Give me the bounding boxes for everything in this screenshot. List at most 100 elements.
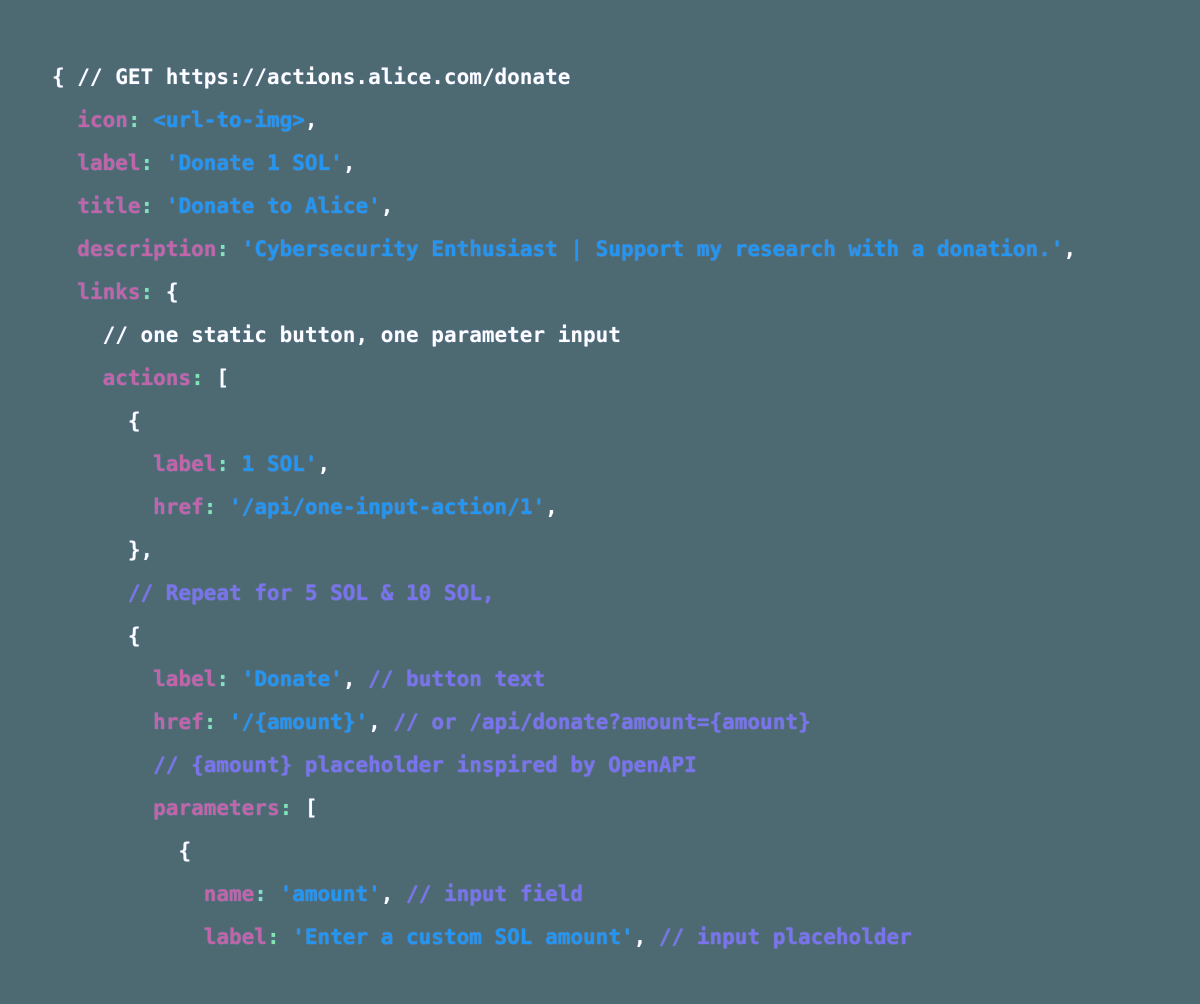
code-line: {	[52, 830, 1076, 873]
code-line: // one static button, one parameter inpu…	[52, 314, 1076, 357]
code-key: parameters	[153, 796, 280, 820]
indent	[52, 796, 153, 820]
code-colon: :	[127, 108, 141, 132]
code-colon: :	[216, 452, 230, 476]
indent	[52, 839, 178, 863]
code-key: links	[77, 280, 141, 304]
code-punctuation: ,	[545, 495, 558, 519]
indent	[52, 882, 204, 906]
indent	[52, 366, 103, 390]
indent	[52, 323, 103, 347]
code-punctuation: ,	[342, 151, 356, 175]
code-string: 'Donate 1 SOL'	[153, 151, 343, 175]
code-line: {	[52, 400, 1076, 443]
code-string: <url-to-img>	[140, 108, 305, 132]
code-string: 'amount'	[266, 882, 381, 906]
code-key: label	[203, 925, 267, 949]
code-punctuation: ,	[368, 710, 381, 734]
code-key: actions	[102, 366, 192, 390]
code-line: { // GET https://actions.alice.com/donat…	[52, 56, 1076, 99]
code-colon: :	[191, 366, 204, 390]
indent	[52, 409, 128, 433]
code-punctuation: {	[127, 624, 141, 648]
indent	[52, 925, 204, 949]
code-punctuation: ,	[380, 882, 394, 906]
code-string: '/api/one-input-action/1'	[216, 495, 546, 519]
code-line: parameters: [	[52, 787, 1076, 830]
code-line: label: 'Donate', // button text	[52, 658, 1076, 701]
code-key: href	[153, 710, 204, 734]
code-line: description: 'Cybersecurity Enthusiast |…	[52, 228, 1076, 271]
code-colon: :	[203, 710, 217, 734]
code-punctuation: [	[203, 366, 230, 390]
code-punctuation: {	[178, 839, 192, 863]
code-punctuation: { // GET https://actions.alice.com/donat…	[52, 65, 571, 89]
code-punctuation: [	[292, 796, 318, 820]
indent	[52, 108, 77, 132]
code-colon: :	[140, 194, 154, 218]
code-line: href: '/{amount}', // or /api/donate?amo…	[52, 701, 1076, 744]
code-colon: :	[266, 925, 280, 949]
code-colon: :	[140, 151, 154, 175]
indent	[52, 280, 77, 304]
code-comment: // Repeat for 5 SOL & 10 SOL,	[127, 581, 495, 605]
code-string: 'Cybersecurity Enthusiast | Support my r…	[229, 237, 1064, 261]
indent	[52, 237, 77, 261]
code-line: links: {	[52, 271, 1076, 314]
code-comment: // input placeholder	[646, 925, 912, 949]
code-line: title: 'Donate to Alice',	[52, 185, 1076, 228]
code-string: 1 SOL'	[229, 452, 318, 476]
code-colon: :	[203, 495, 217, 519]
code-punctuation: ,	[633, 925, 647, 949]
code-punctuation: {	[127, 409, 141, 433]
code-punctuation: ,	[317, 452, 331, 476]
indent	[52, 624, 128, 648]
code-comment: // {amount} placeholder inspired by Open…	[153, 753, 697, 777]
indent	[52, 753, 153, 777]
indent	[52, 538, 128, 562]
code-line: actions: [	[52, 357, 1076, 400]
code-key: title	[77, 194, 141, 218]
code-punctuation: },	[127, 538, 154, 562]
code-line: label: 'Enter a custom SOL amount', // i…	[52, 916, 1076, 959]
code-line: },	[52, 529, 1076, 572]
code-comment: // input field	[393, 882, 584, 906]
code-colon: :	[216, 667, 230, 691]
indent	[52, 667, 153, 691]
indent	[52, 151, 77, 175]
indent	[52, 495, 153, 519]
code-string: 'Donate to Alice'	[153, 194, 381, 218]
code-block: { // GET https://actions.alice.com/donat…	[52, 56, 1076, 959]
code-key: href	[153, 495, 204, 519]
code-key: icon	[77, 108, 128, 132]
code-key: name	[203, 882, 255, 906]
code-line: label: 1 SOL',	[52, 443, 1076, 486]
code-comment: // button text	[355, 667, 546, 691]
code-key: label	[77, 151, 141, 175]
code-comment: // or /api/donate?amount={amount}	[380, 710, 811, 734]
code-line: // Repeat for 5 SOL & 10 SOL,	[52, 572, 1076, 615]
code-punctuation: ,	[1063, 237, 1077, 261]
code-colon: :	[216, 237, 230, 261]
code-string: 'Enter a custom SOL amount'	[279, 925, 634, 949]
indent	[52, 194, 77, 218]
code-colon: :	[140, 280, 154, 304]
code-line: label: 'Donate 1 SOL',	[52, 142, 1076, 185]
code-punctuation: // one static button, one parameter inpu…	[102, 323, 621, 347]
code-key: label	[153, 667, 217, 691]
code-line: {	[52, 615, 1076, 658]
indent	[52, 710, 153, 734]
code-string: '/{amount}'	[216, 710, 369, 734]
code-colon: :	[254, 882, 267, 906]
code-punctuation: ,	[304, 108, 318, 132]
indent	[52, 452, 153, 476]
indent	[52, 581, 128, 605]
code-key: description	[77, 237, 217, 261]
code-line: // {amount} placeholder inspired by Open…	[52, 744, 1076, 787]
code-punctuation: ,	[342, 667, 356, 691]
code-line: href: '/api/one-input-action/1',	[52, 486, 1076, 529]
code-punctuation: {	[153, 280, 179, 304]
code-key: label	[153, 452, 217, 476]
code-line: name: 'amount', // input field	[52, 873, 1076, 916]
code-punctuation: ,	[380, 194, 394, 218]
